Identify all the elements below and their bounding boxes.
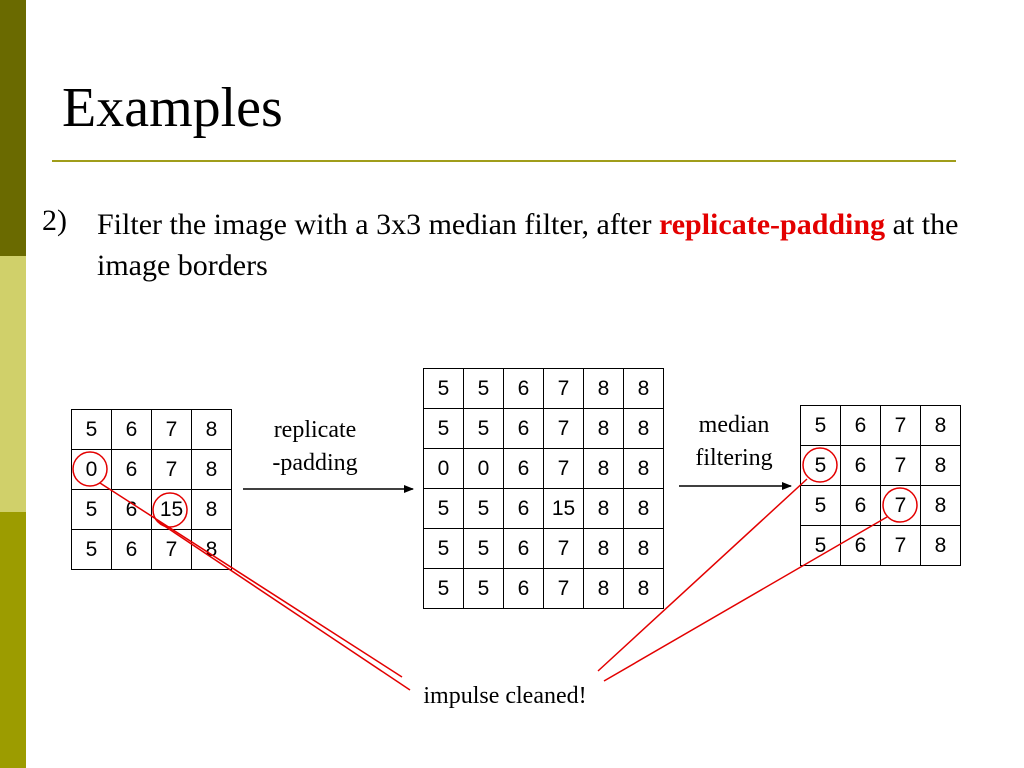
output-matrix-cell: 5 bbox=[800, 525, 841, 566]
median-filtering-label: median filtering bbox=[664, 409, 804, 475]
impulse-cleaned-label: impulse cleaned! bbox=[423, 683, 587, 709]
padded-matrix-cell: 5 bbox=[423, 488, 464, 529]
padded-matrix-cell: 8 bbox=[583, 448, 624, 489]
sidebar-segment-dark bbox=[0, 0, 26, 256]
input-matrix-cell: 5 bbox=[71, 489, 112, 530]
padded-matrix-cell: 5 bbox=[463, 408, 504, 449]
padded-matrix-cell: 8 bbox=[623, 568, 664, 609]
padded-matrix-cell: 8 bbox=[623, 488, 664, 529]
replicate-padding-label: replicate -padding bbox=[240, 414, 390, 480]
bullet-text-before: Filter the image with a 3x3 median filte… bbox=[97, 208, 659, 241]
padded-matrix-cell: 5 bbox=[423, 568, 464, 609]
pointer-line-fifteen bbox=[156, 520, 411, 691]
impulse-circle-zero bbox=[72, 451, 108, 487]
output-matrix-cell: 7 bbox=[880, 485, 921, 526]
replicate-label-line1: replicate bbox=[273, 417, 357, 443]
padded-matrix-cell: 7 bbox=[543, 368, 584, 409]
bullet-text-after: at the image borders bbox=[97, 208, 959, 282]
padded-matrix-cell: 5 bbox=[423, 528, 464, 569]
input-matrix-cell: 7 bbox=[151, 529, 192, 570]
title-underline bbox=[52, 160, 956, 162]
output-matrix-cell: 6 bbox=[840, 445, 881, 486]
slide-title: Examples bbox=[62, 77, 283, 139]
impulse-circle-fifteen bbox=[152, 492, 188, 528]
bullet-text: Filter the image with a 3x3 median filte… bbox=[97, 204, 977, 286]
input-matrix-cell: 8 bbox=[191, 449, 232, 490]
padded-matrix-cell: 8 bbox=[623, 448, 664, 489]
input-matrix-cell: 5 bbox=[71, 529, 112, 570]
output-matrix-cell: 8 bbox=[920, 445, 961, 486]
input-matrix-cell: 6 bbox=[111, 529, 152, 570]
cleaned-circle-left bbox=[802, 447, 838, 483]
bullet-text-highlight: replicate-padding bbox=[658, 208, 886, 241]
padded-matrix-cell: 8 bbox=[583, 568, 624, 609]
output-matrix-cell: 6 bbox=[840, 405, 881, 446]
padded-matrix-cell: 6 bbox=[503, 568, 544, 609]
median-label-line1: median bbox=[698, 412, 770, 438]
sidebar-segment-mid bbox=[0, 512, 26, 768]
pointer-line-cleaned-right bbox=[603, 516, 888, 682]
input-matrix-cell: 7 bbox=[151, 409, 192, 450]
padded-matrix-cell: 8 bbox=[583, 528, 624, 569]
output-matrix-cell: 8 bbox=[920, 485, 961, 526]
sidebar-segment-light bbox=[0, 256, 26, 512]
input-matrix-cell: 5 bbox=[71, 409, 112, 450]
padded-matrix-cell: 6 bbox=[503, 528, 544, 569]
pointer-line-cleaned-left bbox=[597, 478, 808, 672]
sidebar-decoration bbox=[0, 0, 26, 768]
replicate-label-line2: -padding bbox=[272, 450, 358, 476]
output-matrix-cell: 6 bbox=[840, 485, 881, 526]
padded-matrix-cell: 8 bbox=[623, 408, 664, 449]
input-matrix-cell: 6 bbox=[111, 449, 152, 490]
padded-matrix-cell: 7 bbox=[543, 528, 584, 569]
median-label-line2: filtering bbox=[695, 445, 773, 471]
output-matrix-cell: 7 bbox=[880, 525, 921, 566]
padded-matrix-cell: 8 bbox=[583, 408, 624, 449]
output-matrix-cell: 8 bbox=[920, 525, 961, 566]
padded-matrix-cell: 7 bbox=[543, 568, 584, 609]
input-matrix-cell: 8 bbox=[191, 409, 232, 450]
padded-matrix-cell: 15 bbox=[543, 488, 584, 529]
input-matrix-cell: 8 bbox=[191, 489, 232, 530]
cleaned-circle-right bbox=[882, 487, 918, 523]
bullet-number: 2) bbox=[42, 204, 67, 237]
padded-matrix-cell: 8 bbox=[623, 368, 664, 409]
pointer-line-zero bbox=[99, 482, 403, 678]
padded-matrix-cell: 6 bbox=[503, 408, 544, 449]
